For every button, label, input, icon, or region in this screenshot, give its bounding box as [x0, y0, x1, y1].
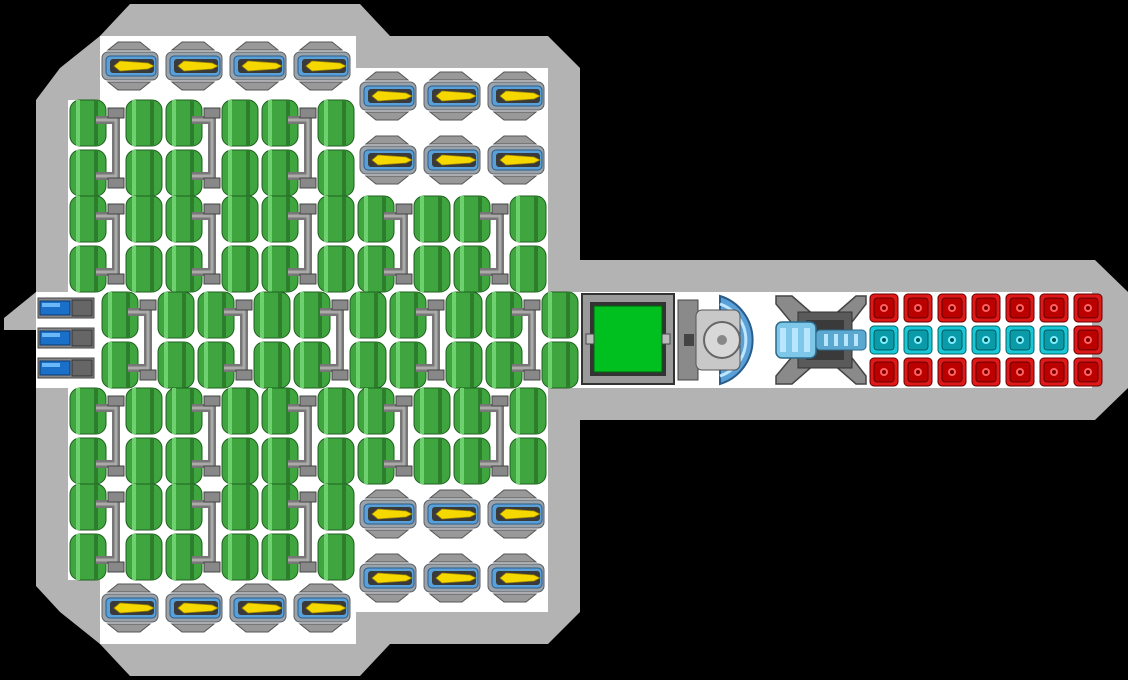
thruster-icon[interactable] [423, 71, 481, 121]
red-reactor-cell-icon[interactable] [1039, 293, 1069, 323]
red-reactor-cell-icon[interactable] [971, 357, 1001, 387]
red-reactor-cell-icon[interactable] [1039, 357, 1069, 387]
thruster-icon[interactable] [165, 41, 223, 91]
front-thruster-stack [37, 297, 95, 379]
red-reactor-cell-icon[interactable] [937, 293, 967, 323]
thruster-icon[interactable] [359, 71, 417, 121]
front-thruster-icon[interactable] [37, 297, 95, 319]
cyan-reactor-cell-icon[interactable] [903, 325, 933, 355]
thruster-icon[interactable] [487, 135, 545, 185]
blue-turret-icon[interactable] [775, 295, 867, 385]
cyan-reactor-cell-icon[interactable] [1005, 325, 1035, 355]
red-reactor-cell-icon[interactable] [1005, 293, 1035, 323]
cyan-reactor-cell-icon[interactable] [869, 325, 899, 355]
red-reactor-cell-icon[interactable] [1073, 357, 1103, 387]
thruster-icon[interactable] [165, 583, 223, 633]
red-reactor-cell-icon[interactable] [1005, 357, 1035, 387]
thruster-icon[interactable] [423, 489, 481, 539]
red-reactor-cell-icon[interactable] [869, 357, 899, 387]
semicircle-gyro-icon[interactable] [677, 294, 754, 386]
thruster-icon[interactable] [487, 489, 545, 539]
thruster-icon[interactable] [359, 135, 417, 185]
thruster-icon[interactable] [487, 71, 545, 121]
cyan-reactor-cell-icon[interactable] [971, 325, 1001, 355]
green-control-block-icon[interactable] [581, 293, 675, 385]
thruster-icon[interactable] [487, 553, 545, 603]
thruster-icon[interactable] [359, 553, 417, 603]
thruster-icon[interactable] [101, 583, 159, 633]
front-thruster-icon[interactable] [37, 327, 95, 349]
thruster-icon[interactable] [293, 41, 351, 91]
reactor-grid [869, 293, 1103, 387]
cyan-reactor-cell-icon[interactable] [937, 325, 967, 355]
thruster-icon[interactable] [359, 489, 417, 539]
red-reactor-cell-icon[interactable] [903, 293, 933, 323]
front-thruster-icon[interactable] [37, 357, 95, 379]
red-reactor-cell-icon[interactable] [1073, 325, 1103, 355]
thruster-icon[interactable] [229, 41, 287, 91]
thruster-icon[interactable] [229, 583, 287, 633]
red-reactor-cell-icon[interactable] [903, 357, 933, 387]
red-reactor-cell-icon[interactable] [1073, 293, 1103, 323]
thruster-icon[interactable] [423, 553, 481, 603]
red-reactor-cell-icon[interactable] [937, 357, 967, 387]
thruster-icon[interactable] [423, 135, 481, 185]
cyan-reactor-cell-icon[interactable] [1039, 325, 1069, 355]
thruster-icon[interactable] [293, 583, 351, 633]
red-reactor-cell-icon[interactable] [971, 293, 1001, 323]
thruster-icon[interactable] [101, 41, 159, 91]
red-reactor-cell-icon[interactable] [869, 293, 899, 323]
